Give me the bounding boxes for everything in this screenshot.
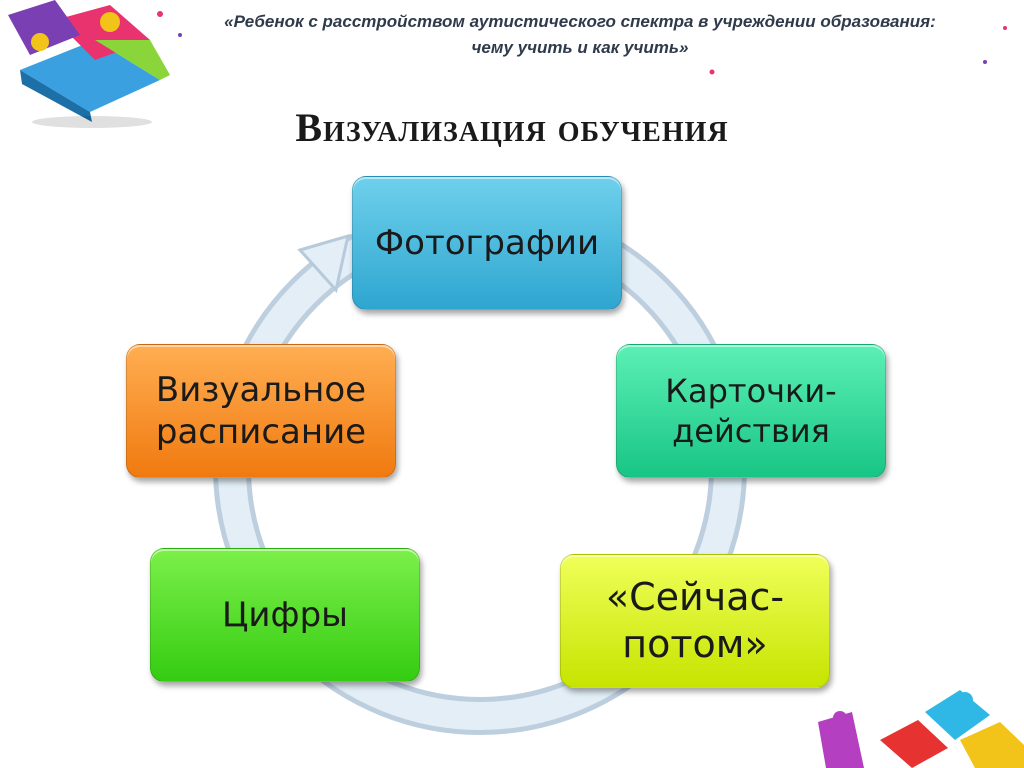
header-line-2: чему учить и как учить» (471, 38, 689, 57)
puzzle-pieces-bottom-right (818, 690, 1024, 768)
node-visual-schedule: Визуальное расписание (126, 344, 396, 478)
node-now-later: «Сейчас- потом» (560, 554, 830, 688)
node-numbers: Цифры (150, 548, 420, 682)
header-line-1: «Ребенок с расстройством аутистического … (224, 12, 936, 31)
node-photos: Фотографии (352, 176, 622, 310)
node-now-later-label: «Сейчас- потом» (605, 574, 785, 667)
puzzle-pieces-top-left (8, 0, 182, 128)
node-action-cards-label: Карточки- действия (665, 372, 837, 450)
node-photos-label: Фотографии (374, 222, 600, 263)
node-visual-schedule-label: Визуальное расписание (155, 369, 367, 453)
node-numbers-label: Цифры (222, 594, 348, 635)
node-action-cards: Карточки- действия (616, 344, 886, 478)
slide-title: Визуализация обучения (295, 105, 729, 150)
